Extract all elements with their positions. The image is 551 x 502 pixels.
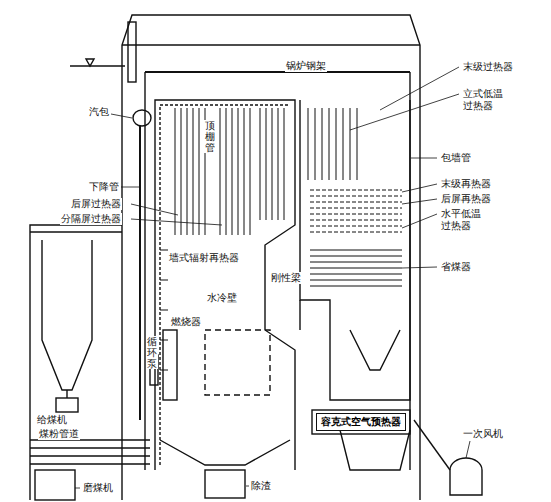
burner-zone bbox=[205, 330, 270, 395]
level-mark bbox=[86, 59, 94, 66]
part-label: 磨煤机 bbox=[82, 482, 114, 494]
part-label: 末级再热器 bbox=[440, 178, 492, 190]
part-label: 省煤器 bbox=[440, 261, 472, 273]
coal-bunker bbox=[42, 240, 92, 390]
part-label: 汽包 bbox=[88, 106, 110, 118]
downcomer bbox=[139, 126, 141, 420]
leader-line bbox=[246, 486, 249, 487]
part-label: 刚性梁 bbox=[270, 272, 302, 284]
leader-line bbox=[131, 219, 222, 225]
part-label: 锅炉钢架 bbox=[285, 60, 327, 72]
part-label: 分隔屏过热器 bbox=[60, 213, 122, 225]
furnace bbox=[155, 100, 295, 470]
leader-line bbox=[131, 204, 178, 215]
leader-line bbox=[466, 441, 470, 458]
part-label: 下降管 bbox=[88, 181, 120, 193]
column bbox=[128, 22, 136, 82]
backpass bbox=[300, 100, 410, 400]
part-label: 末级过热器 bbox=[462, 61, 514, 73]
air-preheater bbox=[312, 410, 410, 434]
part-label: 煤粉管道 bbox=[38, 428, 80, 440]
annex bbox=[30, 225, 122, 500]
slag-remover bbox=[205, 470, 245, 498]
ash-hopper bbox=[160, 440, 290, 465]
part-label: 燃烧器 bbox=[170, 316, 202, 328]
leader-line bbox=[402, 199, 437, 204]
level-line bbox=[70, 65, 125, 66]
leader-line bbox=[350, 94, 459, 130]
part-label: 循环泵 bbox=[146, 336, 158, 369]
steel-frame bbox=[145, 71, 410, 73]
part-label: 给煤机 bbox=[36, 414, 78, 426]
part-label: 包墙管 bbox=[440, 152, 472, 164]
part-label: 后屏过热器 bbox=[70, 198, 122, 210]
equipment-name: 容克式空气预热器 bbox=[321, 416, 401, 427]
coal-pipes bbox=[30, 440, 150, 464]
part-label: 一次风机 bbox=[462, 428, 504, 440]
hopper bbox=[350, 330, 400, 370]
drum bbox=[133, 110, 151, 126]
leader-line bbox=[75, 488, 80, 489]
primary-fan bbox=[450, 458, 482, 495]
part-label: 顶棚管 bbox=[204, 120, 216, 153]
leader-line bbox=[111, 114, 132, 118]
part-label: 墙式辐射再热器 bbox=[168, 252, 240, 264]
leader-line bbox=[402, 267, 437, 268]
part-label: 立式低温过热器 bbox=[462, 88, 504, 111]
leader-line bbox=[121, 187, 139, 188]
leader-line bbox=[402, 214, 437, 228]
leader-line bbox=[402, 184, 437, 192]
part-label: 水冷壁 bbox=[206, 292, 238, 304]
mill bbox=[35, 470, 75, 500]
part-label: 后屏再热器 bbox=[440, 193, 492, 205]
feeder bbox=[56, 398, 78, 412]
part-label: 水平低温过热器 bbox=[440, 208, 482, 231]
equipment-box: 容克式空气预热器 bbox=[316, 413, 406, 431]
part-label: 除渣 bbox=[250, 480, 272, 492]
building-outline bbox=[122, 15, 420, 500]
leader-line bbox=[380, 67, 459, 110]
leader-line bbox=[411, 158, 437, 159]
